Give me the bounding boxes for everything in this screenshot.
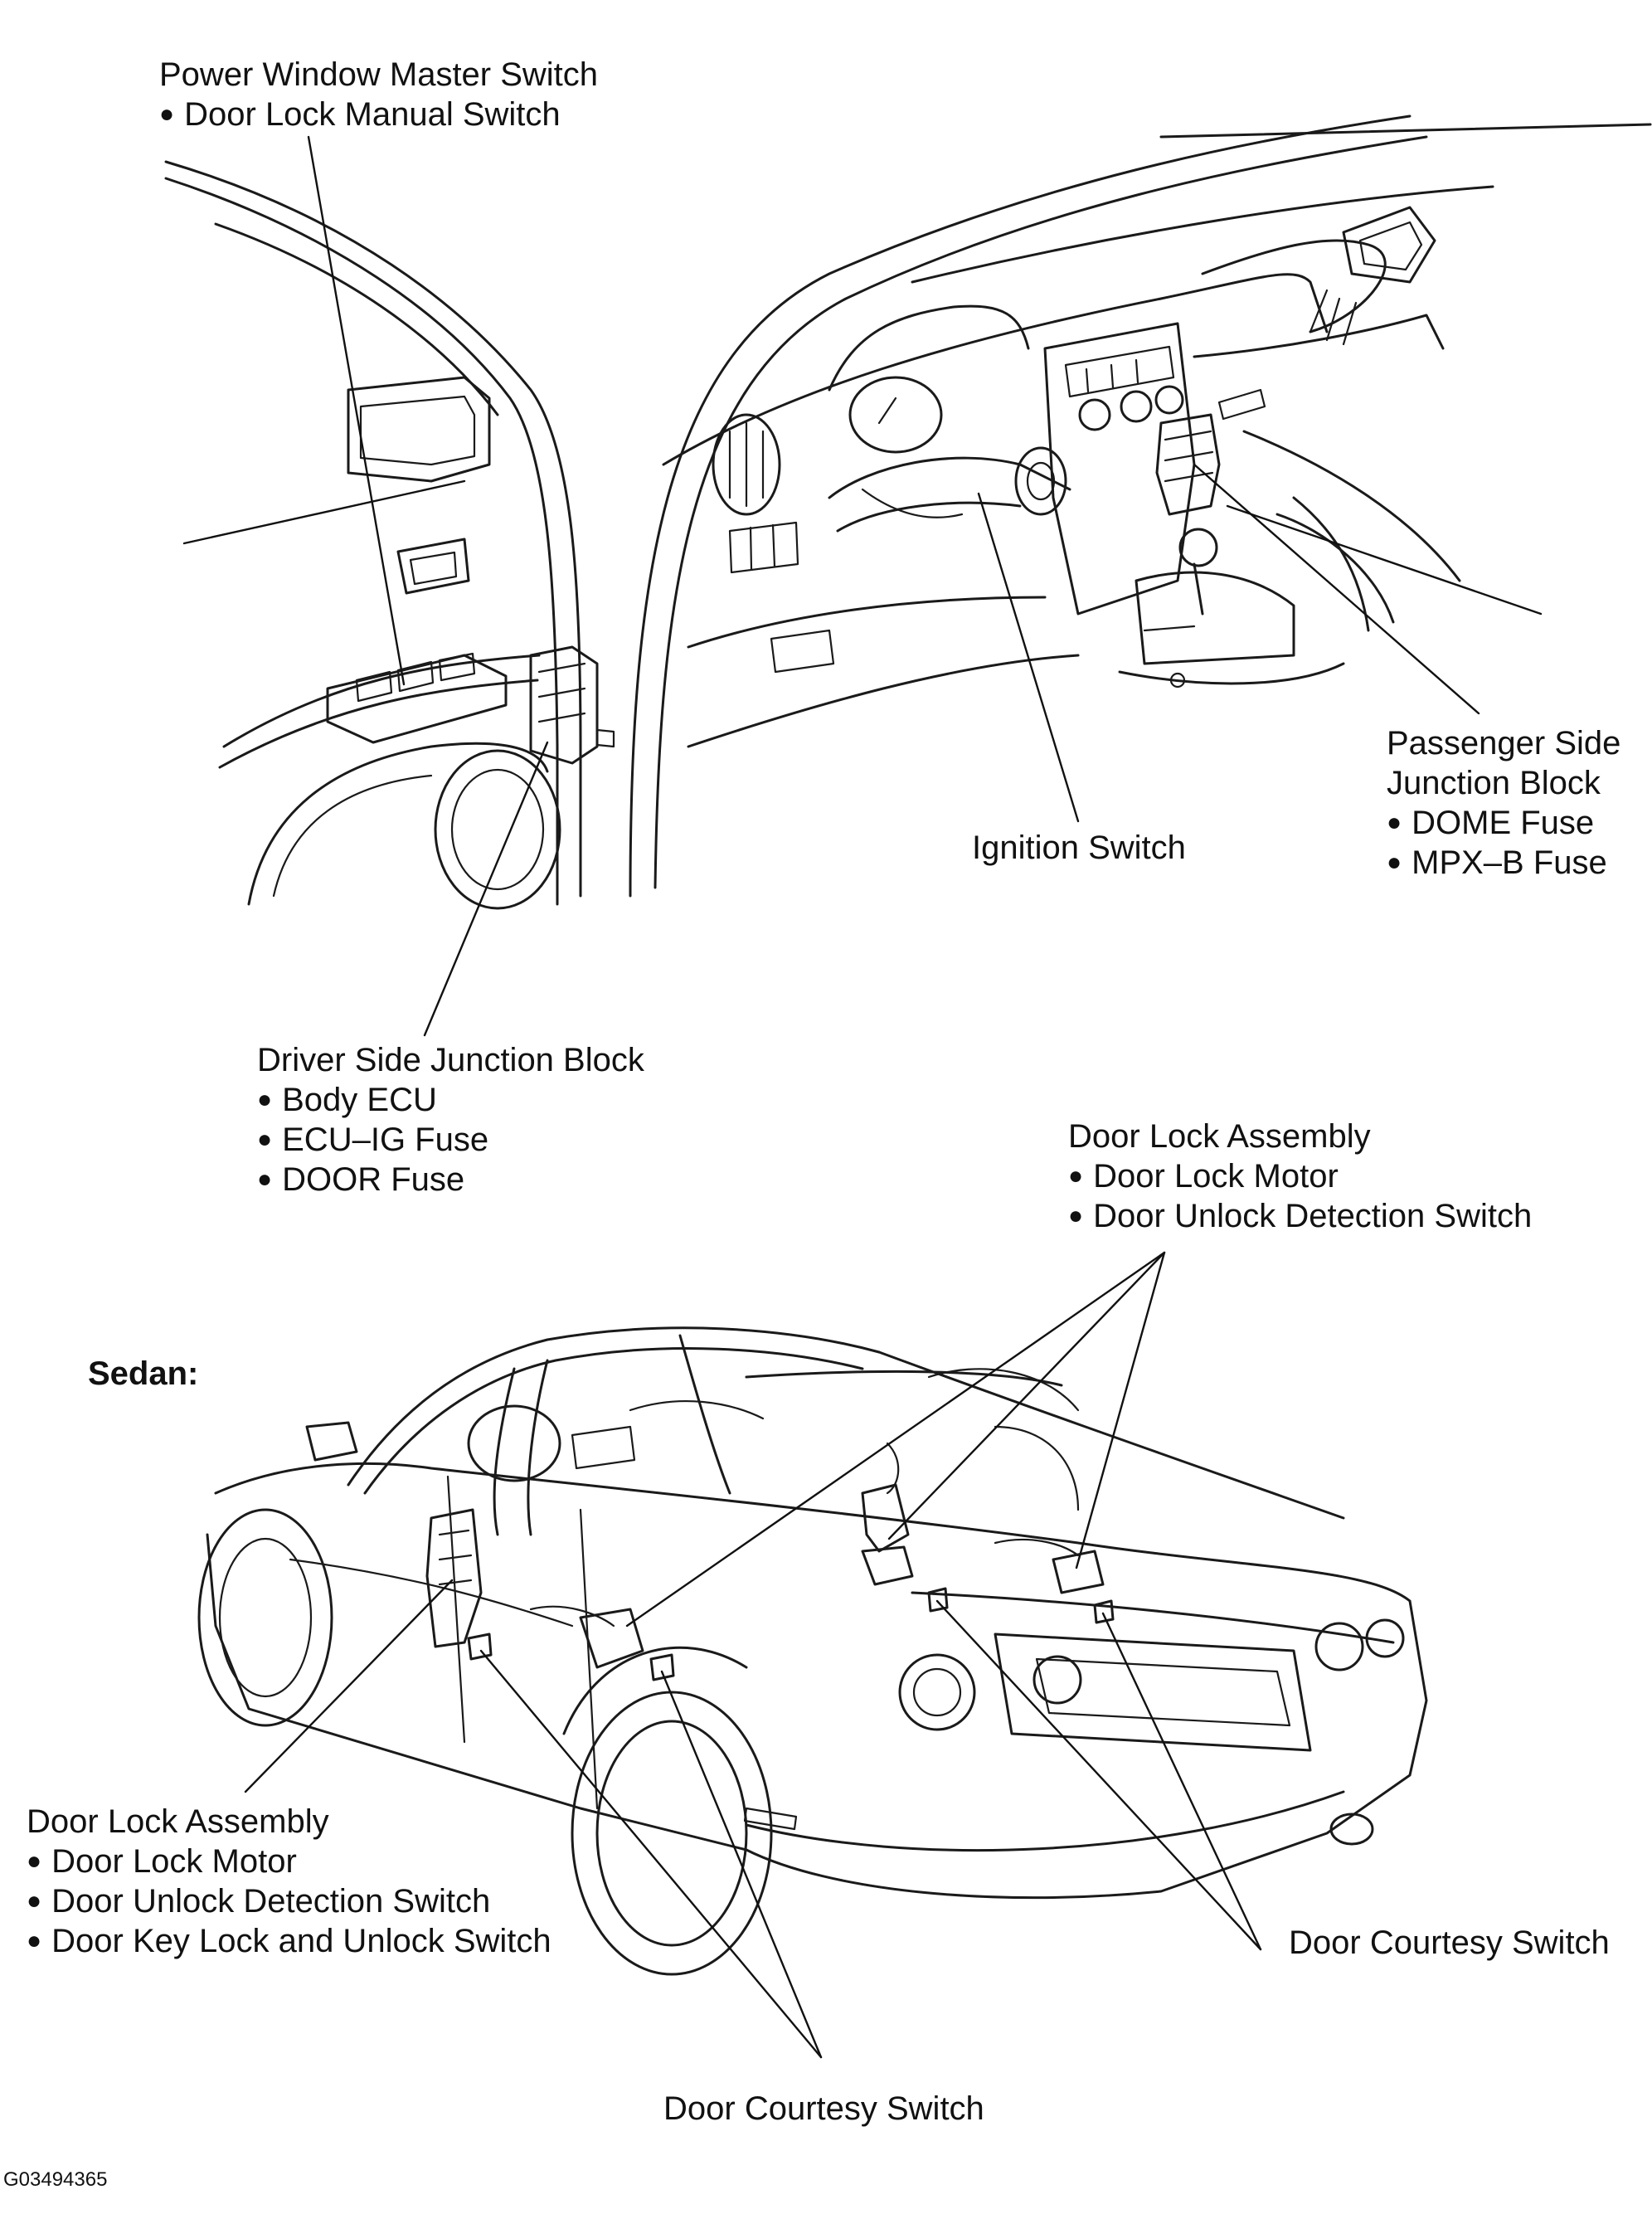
front-door-lock-assembly-label: Door Lock Assembly Door Lock Motor Door … [27,1802,551,1961]
ignition-switch-label: Ignition Switch [972,828,1186,868]
dome-fuse-item: DOME Fuse [1387,803,1620,843]
driver-side-junction-block-label: Driver Side Junction Block Body ECU ECU–… [257,1040,644,1199]
ecu-ig-fuse-item: ECU–IG Fuse [257,1120,644,1160]
door-courtesy-switch-right-label: Door Courtesy Switch [1289,1924,1610,1961]
front-door-unlock-detection-item: Door Unlock Detection Switch [27,1881,551,1921]
figure-id: G03494365 [3,2168,108,2191]
rear-door-unlock-detection-item: Door Unlock Detection Switch [1068,1196,1532,1236]
mpx-b-fuse-item: MPX–B Fuse [1387,843,1620,883]
front-door-lock-title: Door Lock Assembly [27,1803,329,1840]
rear-door-lock-motor-item: Door Lock Motor [1068,1156,1532,1196]
rear-door-lock-title: Door Lock Assembly [1068,1118,1371,1155]
passenger-jb-title-line1: Passenger Side [1387,725,1621,762]
rear-door-lock-assembly-label: Door Lock Assembly Door Lock Motor Door … [1068,1117,1532,1236]
passenger-side-junction-block-label: Passenger Side Junction Block DOME Fuse … [1387,723,1620,883]
leader-lines [182,135,1543,2059]
door-courtesy-switch-bottom-label: Door Courtesy Switch [663,2090,984,2127]
sedan-heading: Sedan: [88,1355,199,1392]
sedan-illustration [197,1326,1428,1976]
door-key-lock-unlock-item: Door Key Lock and Unlock Switch [27,1921,551,1961]
passenger-jb-title-line2: Junction Block [1387,765,1601,801]
door-lock-manual-switch-item: Door Lock Manual Switch [159,95,598,134]
interior-illustration [164,114,1652,910]
driver-jb-title: Driver Side Junction Block [257,1042,644,1078]
body-ecu-item: Body ECU [257,1080,644,1120]
front-door-lock-motor-item: Door Lock Motor [27,1842,551,1881]
ignition-switch-title: Ignition Switch [972,830,1186,866]
power-window-title: Power Window Master Switch [159,56,599,93]
power-window-master-switch-label: Power Window Master Switch Door Lock Man… [159,55,598,134]
door-fuse-item: DOOR Fuse [257,1160,644,1199]
